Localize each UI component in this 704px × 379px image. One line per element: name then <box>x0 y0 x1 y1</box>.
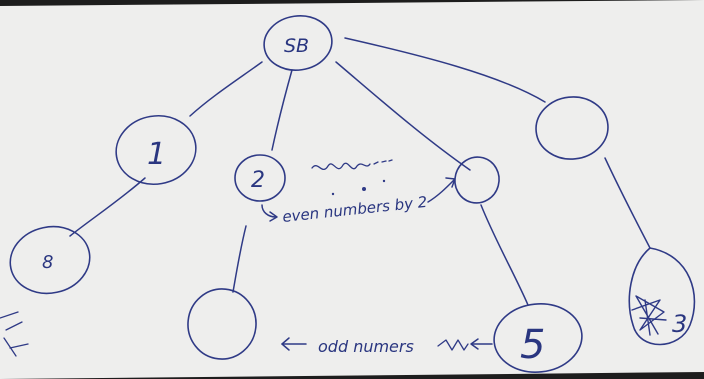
node-n4a: 3 <box>628 247 696 346</box>
node-root-label: SB <box>284 35 309 57</box>
node-n3a-label: 5 <box>520 322 545 368</box>
node-n3 <box>454 156 500 204</box>
scribble-mark <box>631 295 667 336</box>
odd-note-arrow-head <box>281 337 290 351</box>
edge-root-n4 <box>344 37 546 103</box>
edge-root-n2 <box>271 69 293 151</box>
offscreen-branches <box>0 311 29 357</box>
edge-n3-n3a <box>480 204 529 306</box>
node-n1a-label: 8 <box>42 252 53 273</box>
tree-edges <box>69 37 651 306</box>
edge-n2-n2a <box>232 225 247 293</box>
node-n2: 2 <box>234 154 286 202</box>
even-note-arrow-head <box>445 177 456 188</box>
left-edge-strokes <box>0 311 29 357</box>
odd-source-arrow-head <box>470 338 479 350</box>
tree-nodes: SB 1 2 8 <box>9 15 696 373</box>
edge-n1-n1a <box>69 177 146 237</box>
node-n2a <box>187 288 257 360</box>
node-n4 <box>535 96 609 160</box>
node-n1: 1 <box>115 115 197 185</box>
edge-n4-n4a <box>604 157 651 249</box>
crossed-out-word <box>311 159 393 171</box>
even-note-hook-head <box>269 211 278 222</box>
edge-root-n3 <box>335 61 471 171</box>
node-n3a: 5 <box>493 303 583 373</box>
node-n1a: 8 <box>9 225 91 295</box>
edge-root-n1 <box>189 61 263 117</box>
odd-note-scribble <box>437 339 469 351</box>
node-n2-label: 2 <box>251 168 265 193</box>
node-root: SB <box>263 15 333 71</box>
even-note-arrow <box>427 179 455 203</box>
node-n4a-label: 3 <box>672 310 687 338</box>
odd-numbers-note: odd numers <box>318 337 414 356</box>
even-note-hook <box>261 204 277 218</box>
node-n1-label: 1 <box>147 137 166 172</box>
